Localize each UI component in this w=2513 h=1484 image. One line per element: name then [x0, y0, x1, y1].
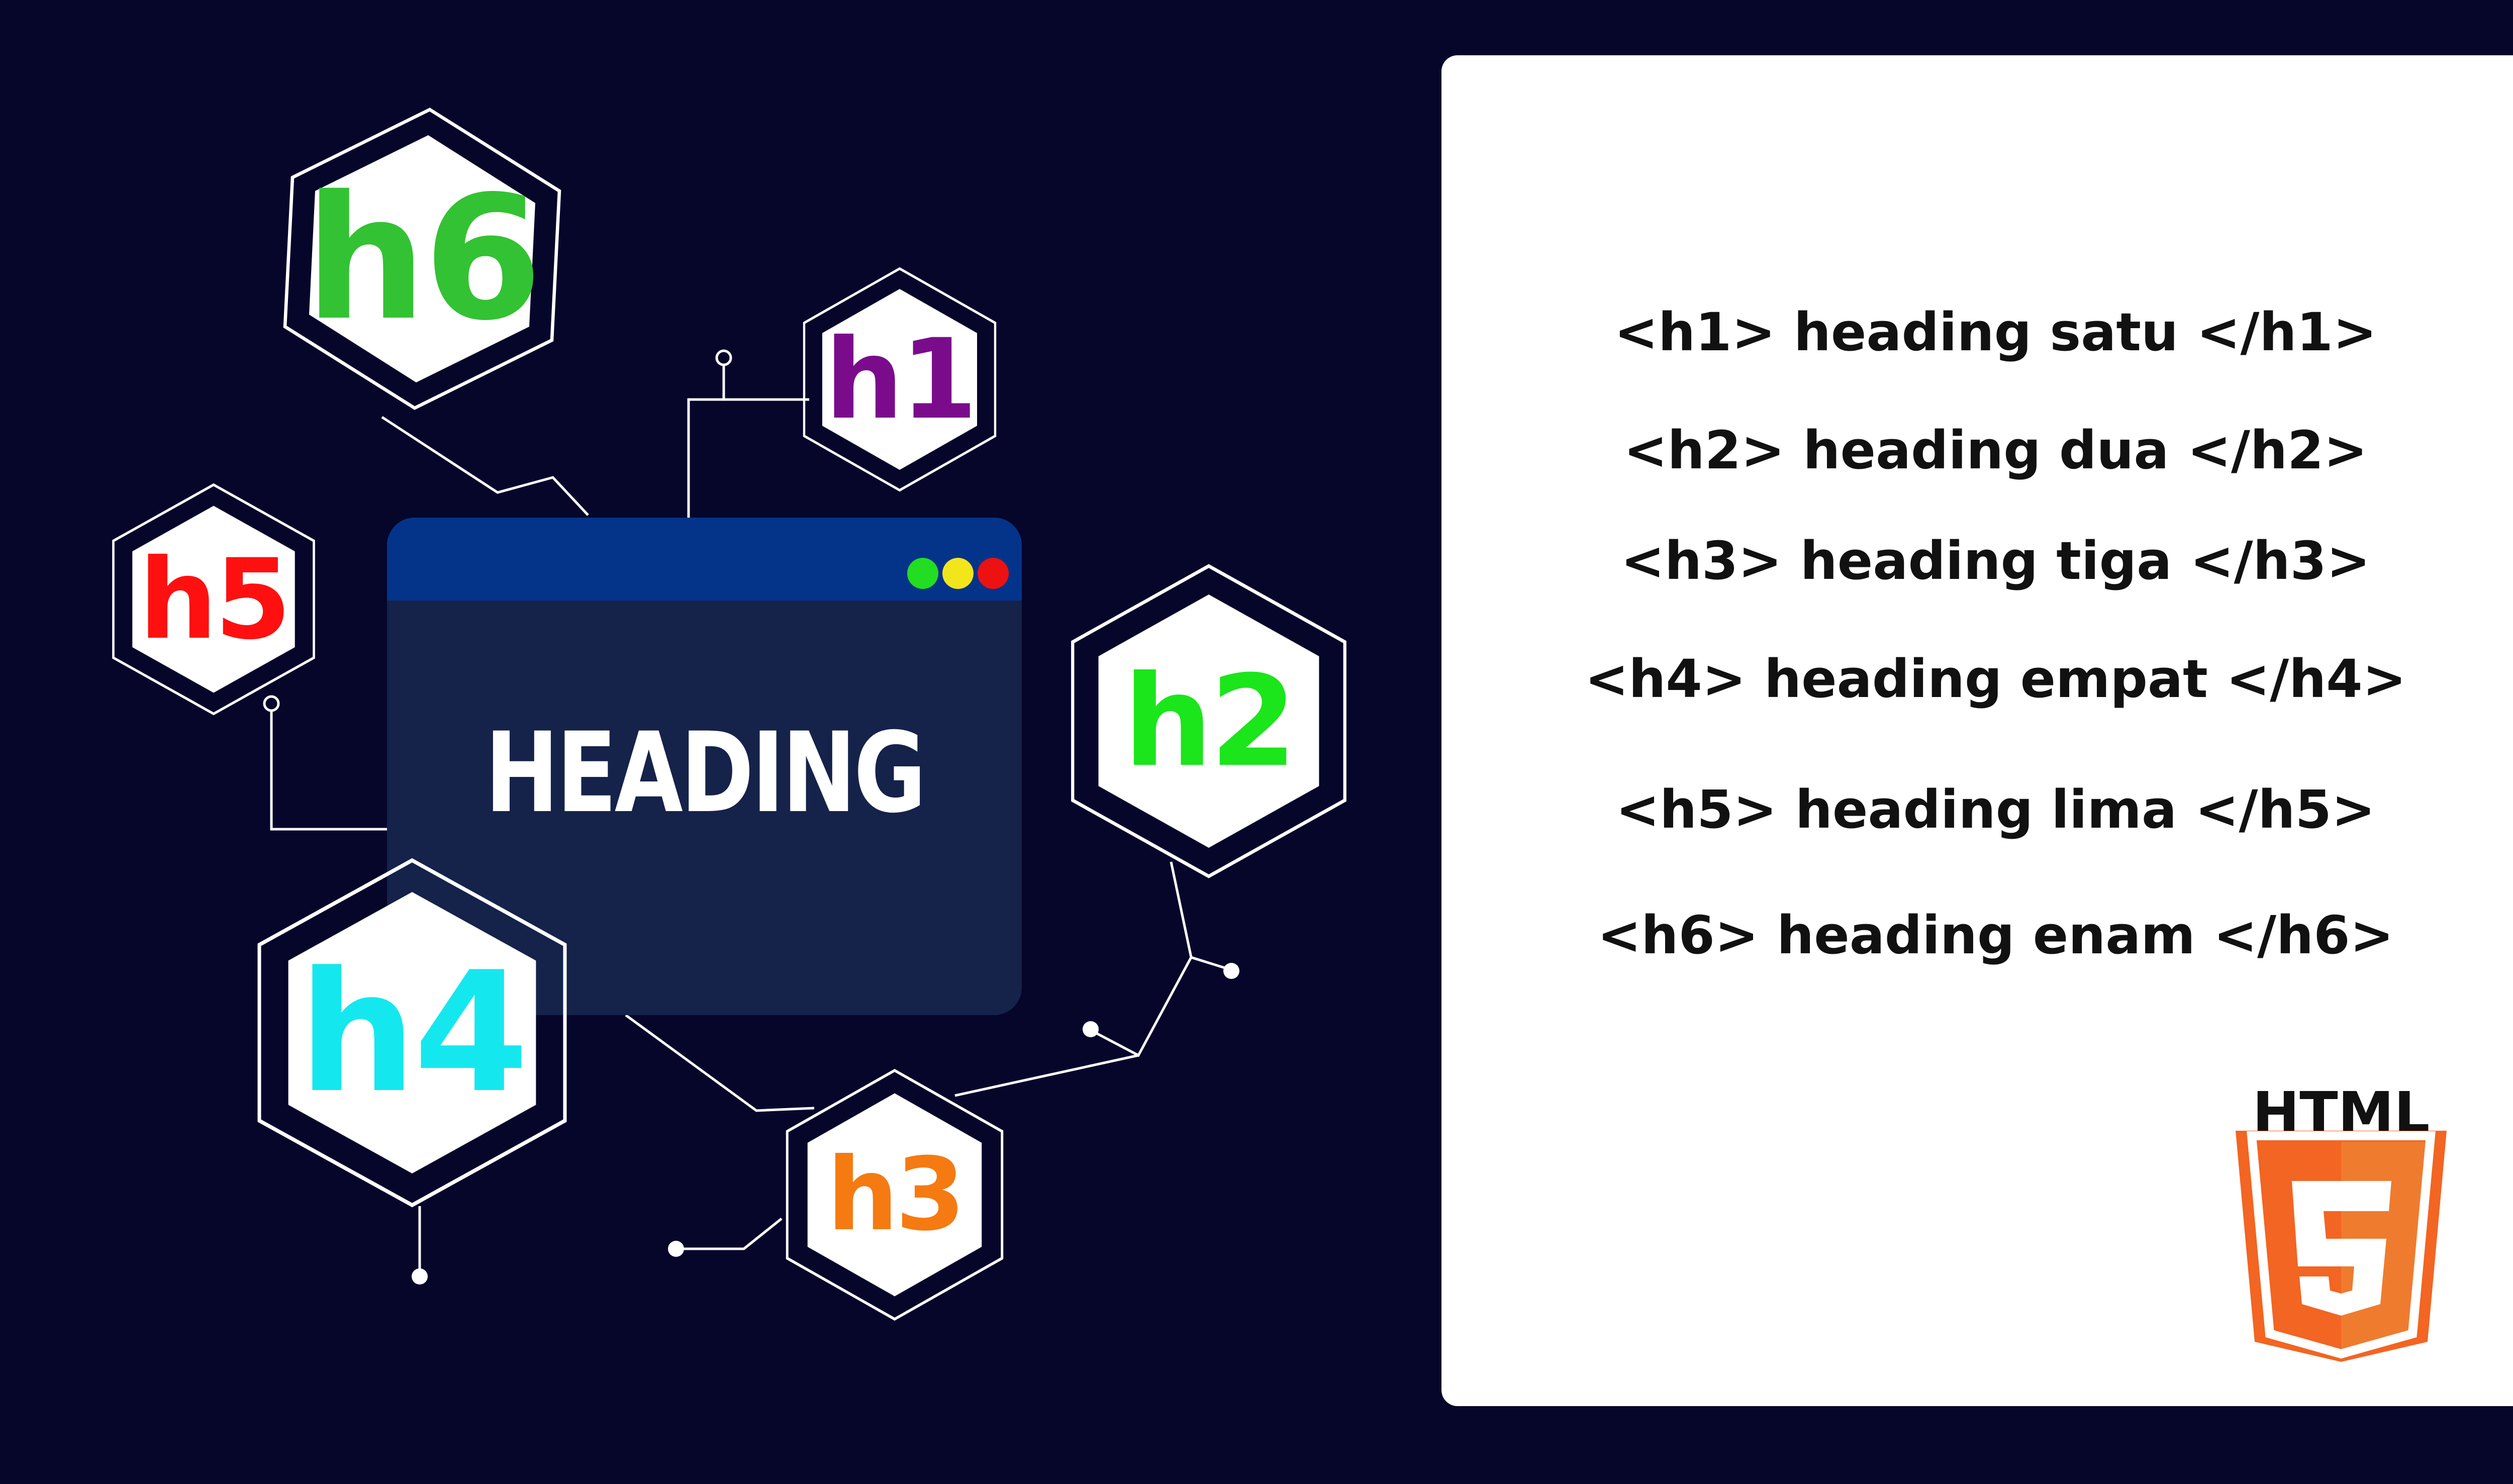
code-line: <h6> heading enam </h6>	[1597, 905, 2394, 966]
code-panel: <h1> heading satu </h1> <h2> heading dua…	[1441, 55, 2513, 1406]
window-dot-green	[907, 558, 938, 589]
heading-title: HEADING	[485, 709, 926, 837]
window-dot-yellow	[942, 558, 974, 589]
badge-h5: h5	[108, 482, 319, 716]
badge-h2-label: h2	[1123, 648, 1297, 795]
code-line: <h3> heading tiga </h3>	[1620, 530, 2371, 591]
window-dot-red	[978, 558, 1009, 589]
badge-h5-label: h5	[139, 535, 292, 664]
badge-h2: h2	[1066, 563, 1352, 879]
code-line: <h4> heading empat </h4>	[1585, 648, 2406, 710]
hexagon-icon	[1071, 564, 1346, 878]
hexagon-icon	[112, 483, 315, 716]
code-line: <h1> heading satu </h1>	[1614, 302, 2377, 363]
connector-dot	[1223, 963, 1239, 979]
browser-window: HEADING	[387, 518, 1022, 1015]
badge-h4-label: h4	[298, 936, 529, 1129]
badge-h1: h1	[799, 266, 1000, 492]
badge-h3-label: h3	[827, 1136, 965, 1253]
badge-h1-label: h1	[825, 315, 978, 444]
html5-shield-icon	[2236, 1131, 2447, 1362]
hexagon-icon	[786, 1068, 1004, 1321]
badge-h6: h6	[271, 108, 573, 410]
browser-title-bar	[387, 518, 1022, 601]
connector-dot	[412, 1268, 428, 1284]
connector-dot	[668, 1241, 684, 1257]
hexagon-icon	[803, 267, 997, 492]
badge-h4: h4	[251, 857, 573, 1209]
html5-logo: HTML	[2236, 1080, 2447, 1362]
badge-h6-label: h6	[305, 159, 543, 358]
connector-dot	[1083, 1021, 1099, 1037]
badge-h3: h3	[782, 1068, 1008, 1322]
hexagon-icon	[283, 108, 561, 410]
code-line: <h2> heading dua </h2>	[1623, 420, 2368, 481]
hexagon-icon	[257, 858, 567, 1208]
code-line: <h5> heading lima </h5>	[1615, 779, 2376, 840]
